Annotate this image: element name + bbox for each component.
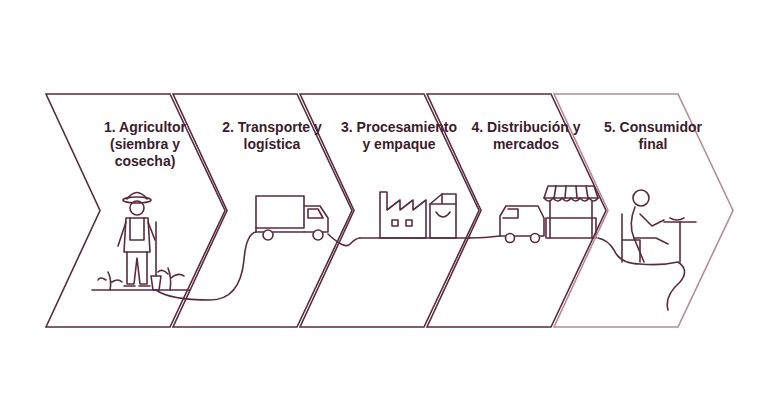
chevron-step: 2. Transporte y logística xyxy=(172,93,354,328)
chevron-step: 4. Distribución y mercados xyxy=(426,93,608,328)
van-icon xyxy=(500,206,544,243)
chevron-step: 5. Consumidor final xyxy=(553,93,735,328)
chevron-step: 3. Procesamiento y empaque xyxy=(299,93,481,328)
truck-icon xyxy=(256,196,328,240)
farmer-figure xyxy=(92,193,190,291)
step-label: 2. Transporte y logística xyxy=(210,119,334,153)
market-stall-icon xyxy=(544,186,598,238)
chevron-step: 1. Agricultor (siembra y cosecha) xyxy=(45,93,227,328)
factory-icon xyxy=(360,192,470,238)
flow-line xyxy=(156,232,685,310)
consumer-at-table xyxy=(622,190,696,262)
step-label: 5. Consumidor final xyxy=(591,119,715,153)
step-label: 4. Distribución y mercados xyxy=(464,119,588,153)
step-label: 3. Procesamiento y empaque xyxy=(337,119,461,153)
